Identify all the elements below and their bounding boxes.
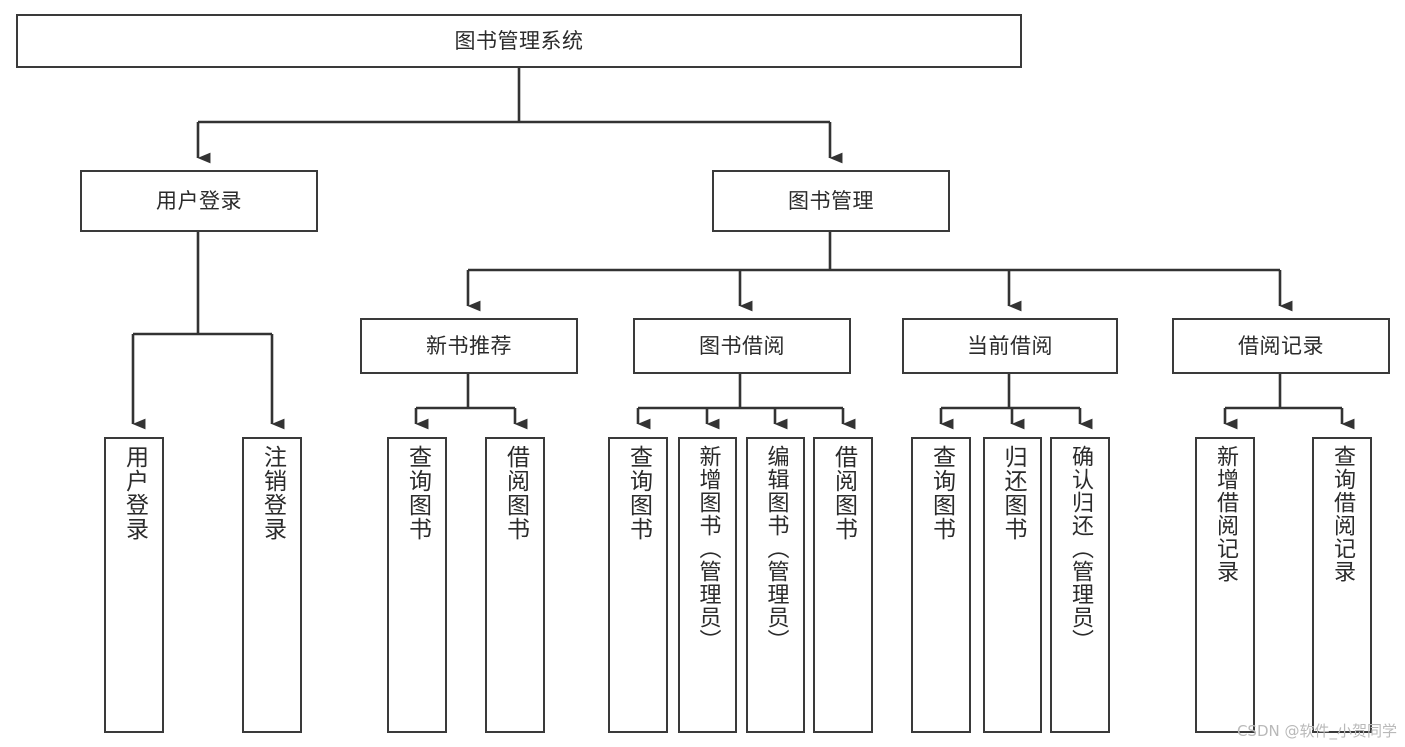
node-borrow-record-label: 借阅记录: [1238, 333, 1324, 358]
watermark-text: CSDN @软件_小贺同学: [1236, 722, 1397, 740]
node-leaf-user-login-label: 用户登录: [121, 445, 148, 541]
node-leaf-borrow-book-1[interactable]: 借阅图书: [485, 437, 545, 733]
node-leaf-query-book-1-label: 查询图书: [404, 445, 431, 541]
node-leaf-query-book-3[interactable]: 查询图书: [911, 437, 971, 733]
node-leaf-logout-login[interactable]: 注销登录: [242, 437, 302, 733]
node-leaf-query-record-label: 查询借阅记录: [1330, 445, 1355, 583]
node-leaf-edit-book-label: 编辑图书（管理员）: [763, 445, 789, 652]
node-leaf-confirm-return-label: 确认归还（管理员）: [1068, 445, 1093, 652]
node-user-login[interactable]: 用户登录: [80, 170, 318, 232]
node-leaf-user-login[interactable]: 用户登录: [104, 437, 164, 733]
node-leaf-query-book-2-label: 查询图书: [625, 445, 652, 541]
node-leaf-return-book[interactable]: 归还图书: [983, 437, 1042, 733]
node-leaf-query-book-1[interactable]: 查询图书: [387, 437, 447, 733]
node-leaf-return-book-label: 归还图书: [1000, 445, 1026, 541]
node-leaf-query-book-2[interactable]: 查询图书: [608, 437, 668, 733]
node-leaf-add-book-label: 新增图书（管理员）: [695, 445, 721, 652]
node-leaf-borrow-book-2-label: 借阅图书: [830, 445, 857, 541]
node-leaf-query-book-3-label: 查询图书: [928, 445, 955, 541]
node-book-borrow[interactable]: 图书借阅: [633, 318, 851, 374]
node-leaf-add-record[interactable]: 新增借阅记录: [1195, 437, 1255, 733]
node-leaf-query-record[interactable]: 查询借阅记录: [1312, 437, 1372, 733]
node-leaf-edit-book[interactable]: 编辑图书（管理员）: [746, 437, 805, 733]
node-leaf-borrow-book-1-label: 借阅图书: [502, 445, 529, 541]
node-leaf-confirm-return[interactable]: 确认归还（管理员）: [1050, 437, 1110, 733]
node-book-manage-label: 图书管理: [788, 188, 874, 213]
node-leaf-logout-login-label: 注销登录: [259, 445, 286, 541]
node-user-login-label: 用户登录: [156, 188, 242, 213]
node-book-manage[interactable]: 图书管理: [712, 170, 950, 232]
node-leaf-borrow-book-2[interactable]: 借阅图书: [813, 437, 873, 733]
node-new-book-recommend-label: 新书推荐: [426, 333, 512, 358]
node-root-label: 图书管理系统: [454, 28, 584, 53]
node-book-borrow-label: 图书借阅: [699, 333, 785, 358]
node-new-book-recommend[interactable]: 新书推荐: [360, 318, 578, 374]
node-current-borrow[interactable]: 当前借阅: [902, 318, 1118, 374]
node-current-borrow-label: 当前借阅: [967, 333, 1053, 358]
node-leaf-add-record-label: 新增借阅记录: [1213, 445, 1238, 583]
node-root[interactable]: 图书管理系统: [16, 14, 1022, 68]
node-borrow-record[interactable]: 借阅记录: [1172, 318, 1390, 374]
node-leaf-add-book[interactable]: 新增图书（管理员）: [678, 437, 737, 733]
